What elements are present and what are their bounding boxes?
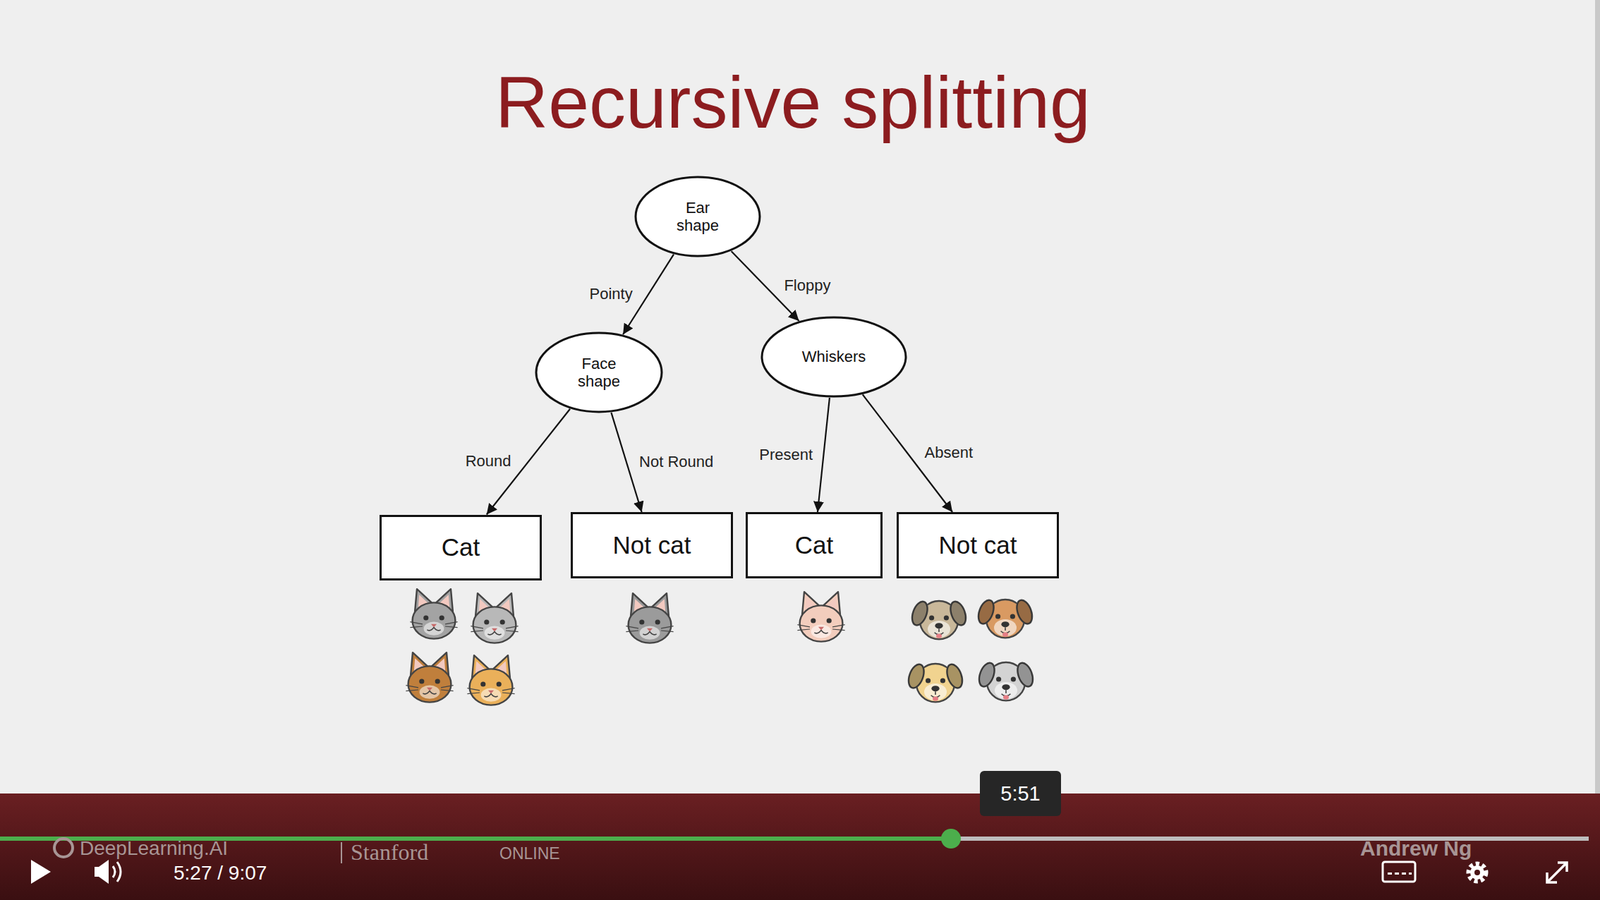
branch-label: Floppy bbox=[783, 276, 831, 295]
cat-icon bbox=[467, 655, 515, 705]
progress-knob bbox=[941, 828, 961, 849]
ellipse-outline bbox=[635, 177, 760, 257]
fullscreen-icon bbox=[1547, 862, 1567, 883]
watermark-logo bbox=[54, 838, 73, 858]
tree-branch-arrow bbox=[817, 397, 830, 513]
decision-ellipse: Ear shape bbox=[634, 175, 762, 258]
time-display: 5:27 / 9:07 bbox=[173, 863, 267, 884]
player-ground bbox=[0, 793, 1600, 900]
volume-icon bbox=[94, 859, 121, 884]
scroll-strip bbox=[1595, 0, 1600, 794]
watermark: DeepLearning.AI bbox=[79, 838, 228, 859]
ellipse-outline bbox=[761, 317, 906, 397]
leaf-box: Not cat bbox=[896, 512, 1059, 579]
dog-icons bbox=[905, 598, 1036, 703]
cat-icon bbox=[470, 593, 518, 643]
dog-icon bbox=[976, 661, 1036, 702]
video-player-bar bbox=[0, 793, 1600, 900]
decision-ellipse: Face shape bbox=[534, 331, 664, 414]
time-tooltip: 5:51 bbox=[979, 771, 1062, 817]
watermark: Andrew Ng bbox=[1360, 838, 1472, 860]
dog-icon bbox=[905, 662, 966, 703]
ellipse-outline bbox=[536, 332, 662, 412]
slide-title: Recursive splitting bbox=[495, 62, 1091, 143]
node-label: Not cat bbox=[938, 531, 1018, 560]
dog-icon bbox=[975, 598, 1035, 639]
node-label: Not cat bbox=[613, 531, 692, 560]
tree-branch-arrow bbox=[610, 412, 642, 513]
cat-icons bbox=[405, 589, 845, 705]
watermark: ONLINE bbox=[499, 845, 561, 863]
watermark: Stanford bbox=[350, 840, 429, 864]
branch-label: Absent bbox=[924, 443, 974, 463]
cat-icon bbox=[409, 589, 458, 639]
branch-label: Present bbox=[759, 445, 813, 465]
node-label: Ear shape bbox=[669, 198, 726, 235]
dog-icon bbox=[909, 599, 969, 640]
leaf-box: Not cat bbox=[570, 512, 733, 579]
cat-icon bbox=[405, 652, 453, 702]
branch-label: Round bbox=[465, 452, 512, 471]
progress-track bbox=[0, 836, 1589, 841]
node-label: Whiskers bbox=[802, 347, 866, 366]
node-label: Face shape bbox=[570, 354, 628, 391]
branch-label: Pointy bbox=[589, 285, 633, 304]
decision-ellipse: Whiskers bbox=[760, 316, 908, 398]
cat-icon bbox=[625, 593, 674, 643]
leaf-box: Cat bbox=[379, 514, 542, 581]
captions-icon bbox=[1382, 862, 1416, 882]
branch-label: Not Round bbox=[639, 452, 714, 472]
play-icon bbox=[31, 859, 51, 884]
node-label: Cat bbox=[441, 533, 480, 562]
node-label: Cat bbox=[795, 531, 834, 560]
cat-icon bbox=[797, 591, 845, 642]
watermark-divider bbox=[340, 842, 343, 864]
leaf-box: Cat bbox=[745, 512, 883, 579]
settings-gear-icon bbox=[1468, 864, 1486, 882]
